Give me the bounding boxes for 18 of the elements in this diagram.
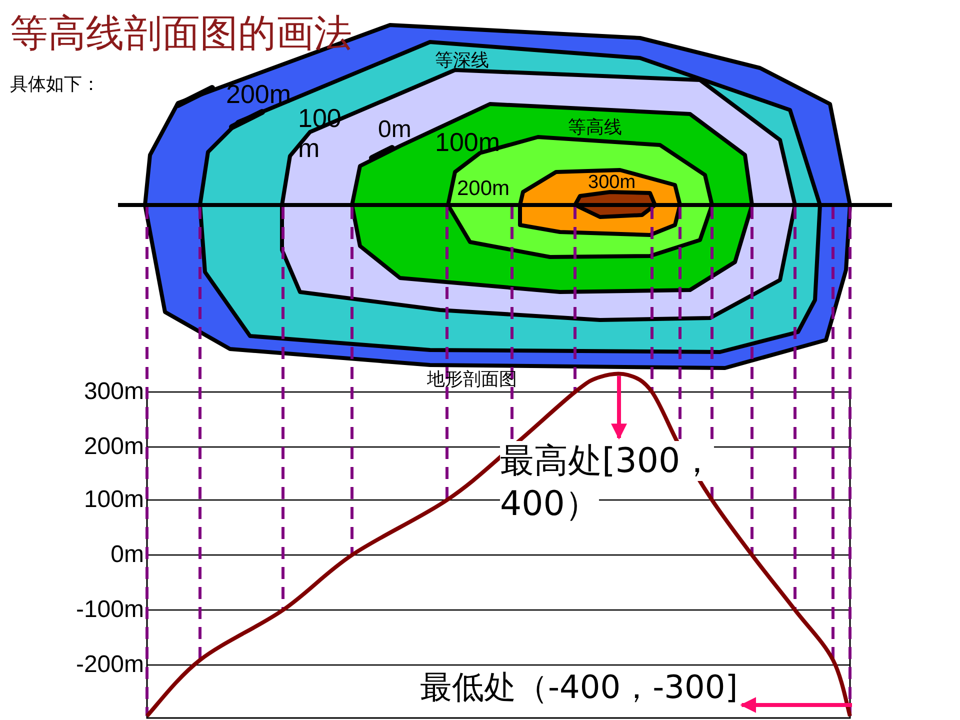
title: 等高线剖面图的画法 (10, 10, 352, 57)
contour-label: 等高线 (568, 117, 622, 138)
contour-label: 200m (226, 80, 292, 110)
pointer-arrow (611, 376, 627, 440)
contour-label: 100m (435, 128, 500, 158)
subtitle-text: 具体如下： (10, 74, 100, 95)
contour-label: 300m (588, 172, 636, 194)
pointer-arrow (740, 697, 852, 713)
axis-tick-label: 100m (82, 486, 144, 514)
axis-tick-label: 200m (82, 433, 144, 461)
axis-tick-label: -100m (74, 596, 144, 624)
axis-tick-label: -200m (74, 651, 144, 679)
axis-tick-label: 0m (110, 541, 144, 569)
contour-label: 200m (457, 177, 510, 202)
axis-tick-label: 300m (82, 378, 144, 406)
profile-caption: 地形剖面图 (427, 369, 517, 390)
contour-label: 等深线 (435, 50, 489, 71)
contour-label: 0m (378, 116, 412, 144)
